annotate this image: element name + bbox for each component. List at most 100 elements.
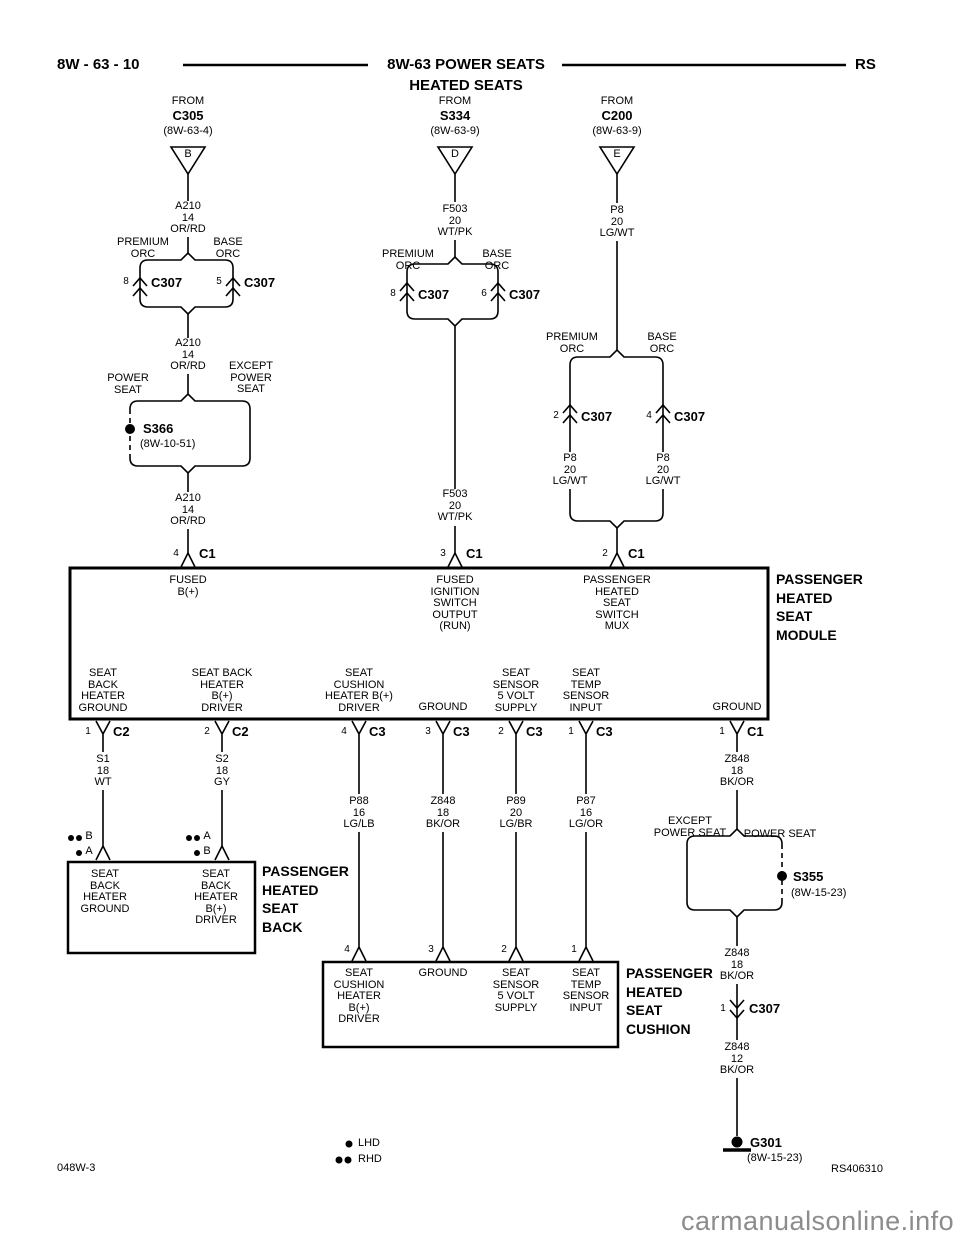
pin-number: 2: [501, 944, 507, 955]
component-terminal-label: SEAT BACK HEATER B(+) DRIVER: [194, 868, 238, 926]
connector-c305-ref: (8W-63-4): [163, 125, 213, 137]
page-ref: 8W - 63 - 10: [57, 56, 140, 73]
ground-symbol: [731, 1136, 743, 1148]
component-terminal-label: SEAT BACK HEATER GROUND: [80, 868, 130, 915]
seat-back-name: PASSENGER HEATED SEAT BACK: [262, 863, 349, 935]
from-label: FROM: [600, 95, 634, 107]
pin-number: 1: [719, 726, 725, 737]
branch-power-seat-label: POWER SEAT: [743, 828, 817, 840]
wire-label: F503 20 WT/PK: [437, 203, 473, 238]
legend-rhd: RHD: [358, 1153, 382, 1165]
connector-c1: C1: [199, 546, 216, 561]
pin-letter-variant: A: [203, 830, 211, 842]
component-terminal-label: SEAT TEMP SENSOR INPUT: [562, 967, 610, 1014]
pin-symbol: [214, 720, 230, 752]
connector-c307: C307: [151, 275, 183, 290]
connector-c200: C200: [601, 108, 633, 123]
connector-c305: C305: [172, 108, 204, 123]
wire-label: Z848 18 BK/OR: [425, 795, 461, 830]
splice-s366: S366: [143, 421, 174, 436]
seat-back-box: [66, 860, 257, 955]
module-input-label: FUSED IGNITION SWITCH OUTPUT (RUN): [430, 574, 480, 632]
module-input-label: PASSENGER HEATED SEAT SWITCH MUX: [583, 574, 651, 632]
page-subtitle: HEATED SEATS: [409, 77, 523, 94]
inline-connector-icon: [729, 999, 745, 1020]
connector-triangle-c305: [169, 146, 207, 176]
wire-label: A210 14 OR/RD: [170, 337, 206, 372]
pin-letter-variant: B: [85, 830, 93, 842]
pin-number: 5: [216, 276, 222, 287]
pin-number: 2: [553, 410, 559, 421]
triangle-pin-letter: B: [184, 148, 192, 160]
connector-c2: C2: [232, 724, 249, 739]
component-terminal-label: SEAT CUSHION HEATER B(+) DRIVER: [333, 967, 385, 1025]
pin-number: 4: [344, 944, 350, 955]
inline-connector-icon: [399, 281, 415, 302]
connector-c307: C307: [749, 1001, 781, 1016]
from-label: FROM: [171, 95, 205, 107]
wire-label: P8 20 LG/WT: [599, 204, 635, 239]
ground-g301: G301: [750, 1135, 782, 1150]
connector-c307: C307: [244, 275, 276, 290]
inline-connector-icon: [132, 276, 148, 297]
module-box: [68, 566, 770, 721]
merge-brace: [406, 310, 499, 328]
merge-brace: [139, 298, 234, 316]
connector-c2: C2: [113, 724, 130, 739]
page-title: 8W-63 POWER SEATS: [387, 56, 545, 73]
module-output-label: SEAT SENSOR 5 VOLT SUPPLY: [492, 667, 540, 714]
wire-p88: [351, 832, 367, 962]
wire-s2: [214, 790, 230, 861]
connector-c1: C1: [628, 546, 645, 561]
branch-base-label: BASE ORC: [647, 331, 677, 355]
split-brace: [406, 255, 499, 273]
seat-cushion-name: PASSENGER HEATED SEAT CUSHION: [626, 965, 713, 1037]
pin-symbol: [609, 552, 625, 568]
merge-brace: [569, 512, 664, 530]
component-terminal-label: GROUND: [418, 967, 468, 979]
pin-number: 4: [646, 410, 652, 421]
connector-c1: C1: [466, 546, 483, 561]
branch-power-seat-label: POWER SEAT: [107, 372, 149, 396]
seat-cushion-box: [321, 960, 620, 1049]
inline-connector-icon: [490, 281, 506, 302]
wire-label: Z848 18 BK/OR: [719, 947, 755, 982]
branch-except-power-seat-label: EXCEPT POWER SEAT: [228, 360, 274, 395]
pin-number: 8: [390, 288, 396, 299]
splice-s366-ref: (8W-10-51): [140, 438, 196, 450]
pin-letter-variant: A: [85, 845, 93, 857]
wire-label: P87 16 LG/OR: [568, 795, 604, 830]
wire-label: P88 16 LG/LB: [343, 795, 375, 830]
split-brace: [569, 348, 664, 366]
splice-s355: S355: [793, 869, 824, 884]
split-brace: [129, 392, 251, 410]
connector-c3: C3: [453, 724, 470, 739]
pin-symbol: [435, 720, 451, 794]
pin-number: 8: [123, 276, 129, 287]
splice-dots: [68, 424, 787, 1164]
wire-label: A210 14 OR/RD: [170, 200, 206, 235]
connector-c307: C307: [674, 409, 706, 424]
module-output-label: SEAT BACK HEATER B(+) DRIVER: [191, 667, 253, 714]
triangle-pin-letter: E: [613, 148, 621, 160]
wire-label: P8 20 LG/WT: [645, 452, 681, 487]
wire-z848: [435, 832, 451, 962]
module-input-label: FUSED B(+): [169, 574, 207, 598]
module-output-label: SEAT TEMP SENSOR INPUT: [562, 667, 610, 714]
wire-label: S2 18 GY: [214, 753, 230, 788]
from-label: FROM: [438, 95, 472, 107]
merge-brace: [686, 901, 783, 919]
split-brace: [686, 827, 783, 845]
connector-c1: C1: [747, 724, 764, 739]
pin-number: 1: [720, 1003, 726, 1014]
pin-letter-variant: B: [203, 845, 211, 857]
pin-number: 1: [568, 726, 574, 737]
module-output-label: GROUND: [418, 701, 468, 713]
watermark: carmanualsonline.info: [681, 1206, 955, 1236]
wire-label: F503 20 WT/PK: [437, 488, 473, 523]
connector-c3: C3: [596, 724, 613, 739]
branch-except-power-seat-label: EXCEPT POWER SEAT: [653, 815, 727, 839]
ground-g301-ref: (8W-15-23): [747, 1152, 803, 1164]
pin-number: 3: [428, 944, 434, 955]
